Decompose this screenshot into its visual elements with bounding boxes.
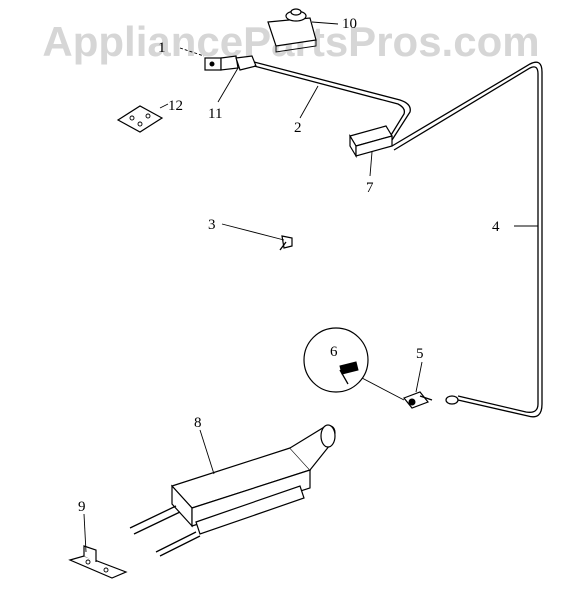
- part-12-bracket: [116, 105, 164, 133]
- part-2-tube-inner: [253, 65, 406, 141]
- leader-11: [217, 67, 239, 103]
- leader-8: [199, 429, 215, 475]
- callout-12: 12: [168, 98, 183, 114]
- part-3-screw: [279, 235, 293, 251]
- leader-3: [221, 223, 285, 241]
- callout-10: 10: [342, 16, 357, 32]
- leader-10: [311, 21, 339, 25]
- callout-3: 3: [208, 217, 216, 233]
- callout-11: 11: [208, 106, 222, 122]
- part-6-screw: [339, 361, 359, 385]
- part-1-fitting: [204, 55, 239, 71]
- callout-8: 8: [194, 415, 202, 431]
- part-4-tube: [391, 61, 543, 418]
- leader-1: [179, 47, 205, 57]
- leader-6-detail: [361, 377, 405, 401]
- part-7-block: [349, 125, 393, 159]
- part-6-detail-circle: [303, 327, 369, 393]
- callout-9: 9: [78, 499, 86, 515]
- part-8-burner: [129, 424, 336, 557]
- callout-4: 4: [492, 219, 500, 235]
- part-5-clip: [403, 391, 433, 409]
- part-4-tube-inner: [393, 66, 539, 413]
- leader-9: [83, 513, 87, 553]
- leader-7: [369, 151, 373, 177]
- callout-1: 1: [158, 40, 166, 56]
- part-2-tube: [253, 61, 411, 141]
- callout-2: 2: [294, 120, 302, 136]
- callout-5: 5: [416, 346, 424, 362]
- leader-2: [299, 85, 319, 119]
- part-4-end-nut: [445, 395, 459, 405]
- leader-5: [415, 361, 423, 393]
- part-9-bracket: [68, 545, 128, 579]
- callout-7: 7: [366, 180, 374, 196]
- part-10-reservoir: [267, 8, 317, 53]
- callout-6: 6: [330, 344, 338, 360]
- part-11-connector: [235, 55, 257, 71]
- leader-12: [159, 103, 169, 109]
